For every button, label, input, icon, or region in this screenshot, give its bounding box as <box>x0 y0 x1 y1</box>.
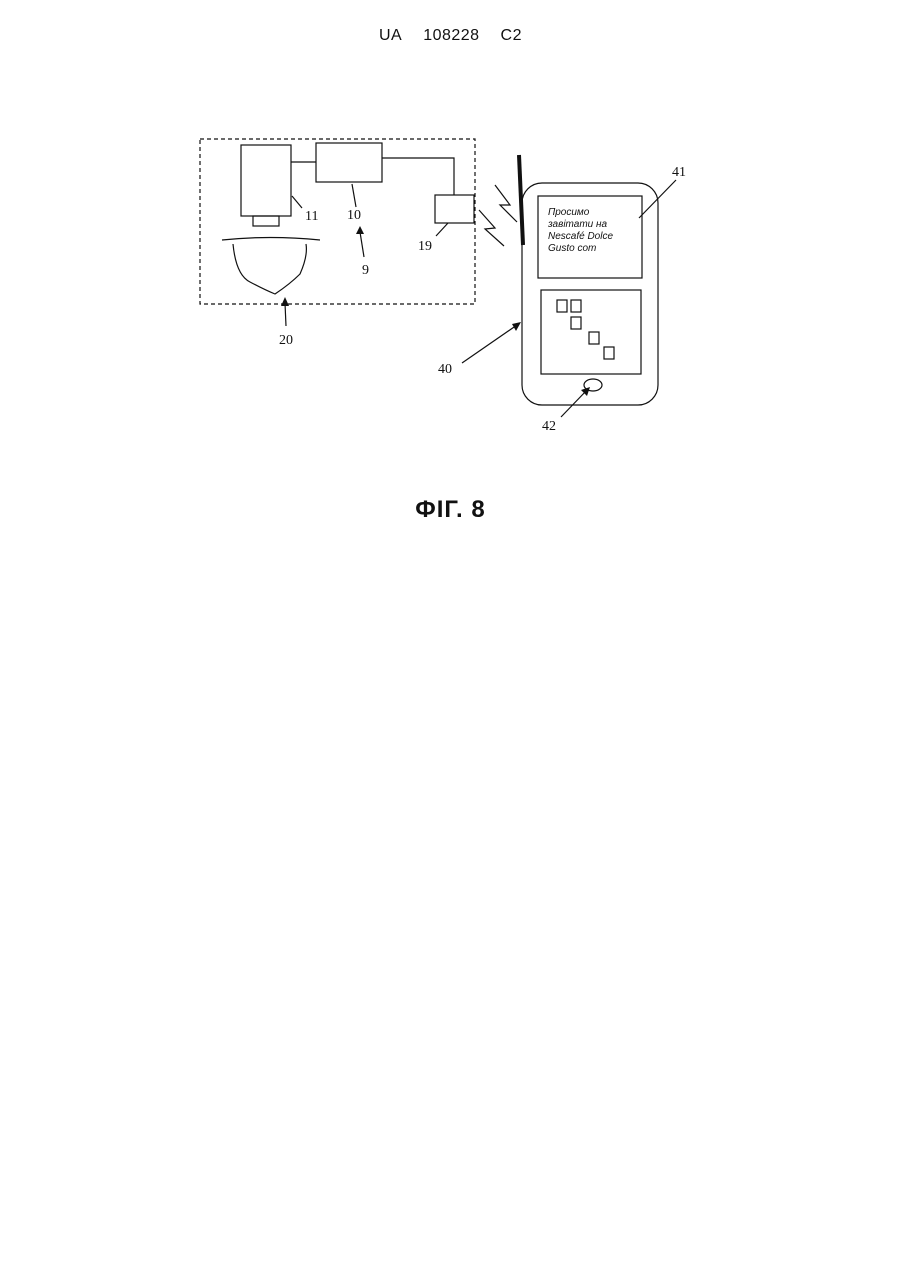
arrow-40 <box>462 325 517 363</box>
screen-line: Gusto com <box>548 243 596 254</box>
label-container: 20 <box>279 333 293 348</box>
figure-caption: ФІГ. 8 <box>0 496 901 524</box>
screen-line: Nescafé Dolce <box>548 231 613 242</box>
screen-line: завітати на <box>547 219 607 230</box>
container-body <box>233 244 306 294</box>
screen-line: Просимо <box>548 207 590 218</box>
app-icon <box>557 300 567 312</box>
arrow-9 <box>360 232 364 257</box>
leader-10 <box>352 184 356 207</box>
arrow-42 <box>561 390 587 417</box>
app-icon <box>571 300 581 312</box>
leader-19 <box>436 223 448 236</box>
label-unit: 9 <box>362 263 369 278</box>
arrowhead-20 <box>281 297 289 306</box>
controller-transmitter-link <box>382 158 454 195</box>
arrow-20 <box>285 303 286 326</box>
transmitter-block <box>435 195 474 223</box>
label-phone-screen: 41 <box>672 165 686 180</box>
label-phone-button: 42 <box>542 419 556 434</box>
label-transmitter: 19 <box>418 239 432 254</box>
label-camera: 11 <box>305 209 318 224</box>
leader-11 <box>292 196 302 208</box>
label-phone: 40 <box>438 362 452 377</box>
controller-block <box>316 143 382 182</box>
app-icon <box>589 332 599 344</box>
label-controller: 10 <box>347 208 361 223</box>
arrowhead-9 <box>356 226 364 234</box>
wireless-signal-icon <box>495 185 517 222</box>
camera-lens <box>253 216 279 226</box>
app-icon <box>604 347 614 359</box>
container-rim <box>222 238 320 241</box>
camera-block <box>241 145 291 216</box>
arrowhead-40 <box>512 322 521 331</box>
app-icon <box>571 317 581 329</box>
phone-body <box>522 183 658 405</box>
phone-antenna <box>519 155 523 245</box>
wireless-signal-icon <box>479 210 504 246</box>
